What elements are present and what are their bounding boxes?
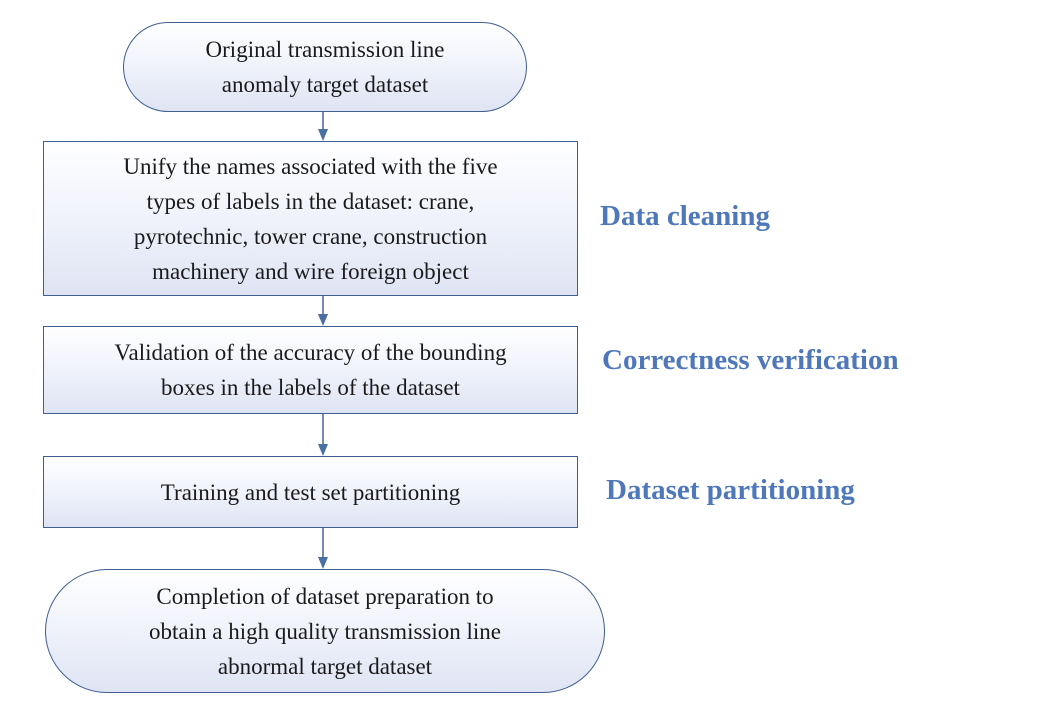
end-terminal: Completion of dataset preparation to obt… [45,569,605,693]
step-text-line: Unify the names associated with the five [123,153,498,179]
stage-label-data-cleaning: Data cleaning [600,200,770,232]
arrowhead-icon [318,129,328,141]
step-text-line: machinery and wire foreign object [152,258,469,284]
step-text-line: types of labels in the dataset: crane, [146,188,475,214]
step-text-line: boxes in the labels of the dataset [161,375,460,400]
step-text-line: Validation of the accuracy of the boundi… [114,340,507,365]
end-text-line: Completion of dataset preparation to [156,583,494,609]
arrowhead-icon [318,444,328,456]
arrowhead-icon [318,557,328,569]
stage-label-dataset-partitioning: Dataset partitioning [606,474,855,506]
end-text-line: obtain a high quality transmission line [149,618,501,644]
start-text-line: anomaly target dataset [221,72,429,97]
step-correctness-verification-box: Validation of the accuracy of the boundi… [43,326,578,414]
step-text-line: pyrotechnic, tower crane, construction [133,223,488,249]
step-dataset-partitioning-box: Training and test set partitioning [43,456,578,528]
end-text-line: abnormal target dataset [217,653,433,679]
stage-label-correctness-verification: Correctness verification [602,344,899,376]
start-text-line: Original transmission line [205,37,445,62]
arrowhead-icon [318,314,328,326]
step-data-cleaning-box: Unify the names associated with the five… [43,141,578,296]
start-terminal: Original transmission line anomaly targe… [123,22,527,112]
step-text-line: Training and test set partitioning [160,479,461,505]
